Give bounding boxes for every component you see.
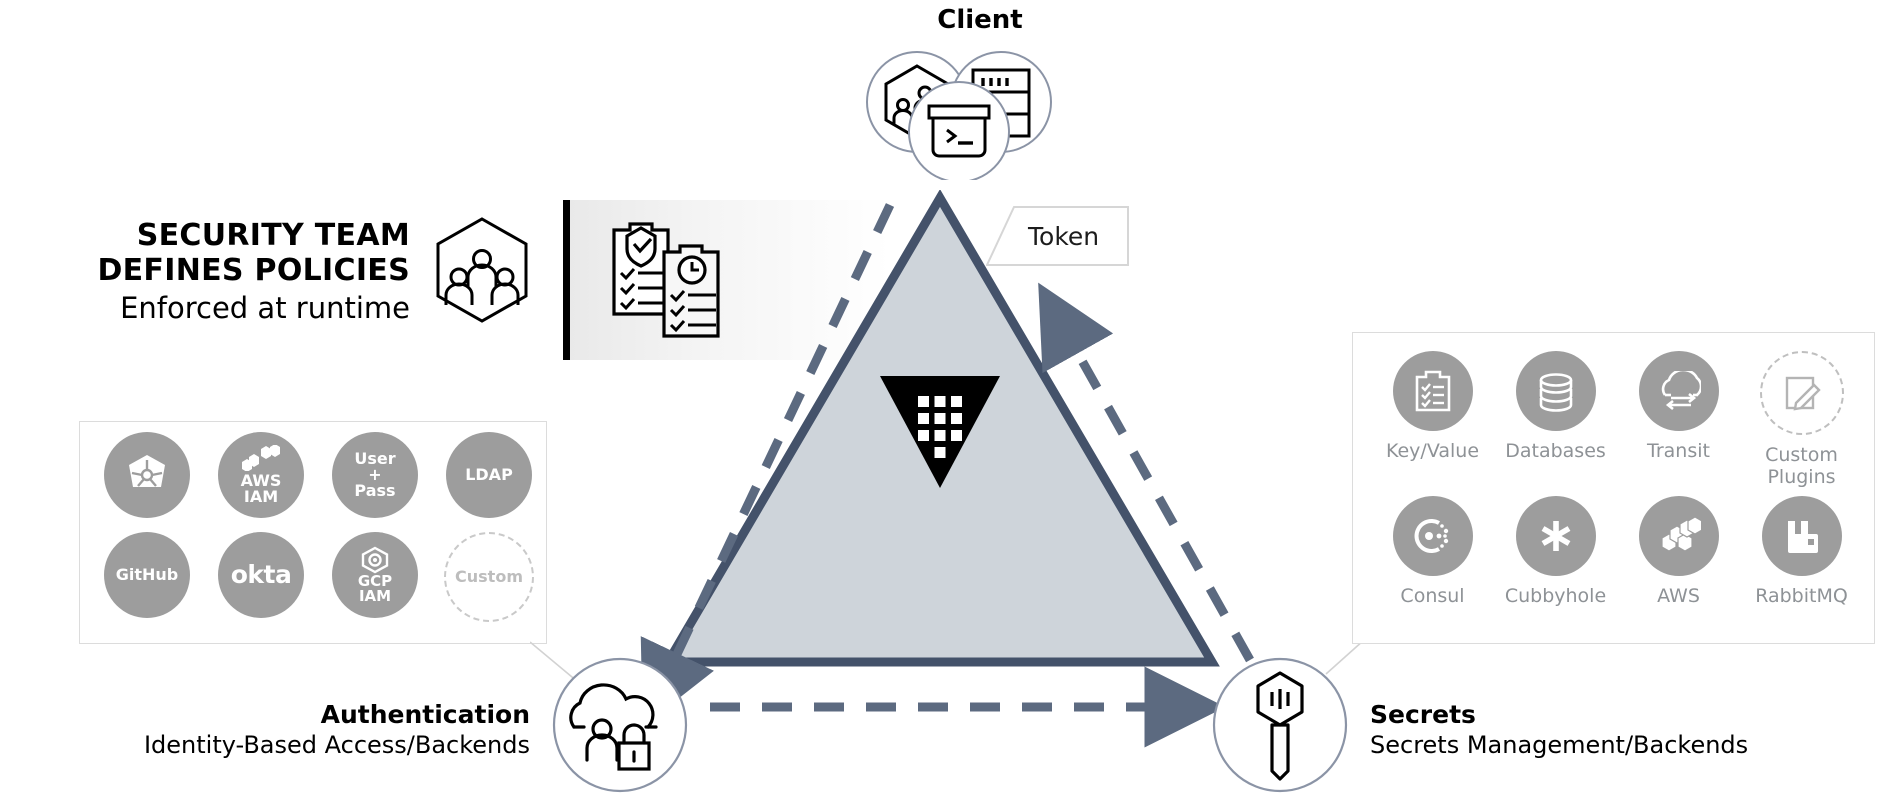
secrets-engine-transit-label: Transit	[1647, 440, 1710, 462]
secrets-title: Secrets	[1370, 700, 1476, 729]
headline-line-3: Enforced at runtime	[120, 291, 410, 325]
auth-method-okta-label: okta	[230, 560, 292, 590]
users-hexagon-icon	[436, 217, 528, 323]
rabbitmq-icon	[1787, 521, 1818, 553]
vault-triangle-logo	[880, 376, 1000, 488]
auth-method-kubernetes[interactable]	[104, 432, 190, 518]
auth-method-userpass-line-3: Pass	[354, 481, 396, 501]
secrets-engine-transit[interactable]: Transit	[1617, 351, 1740, 488]
secrets-engine-databases[interactable]: Databases	[1494, 351, 1617, 488]
secrets-engine-key-value-label: Key/Value	[1385, 440, 1480, 462]
vertical-divider	[563, 200, 570, 360]
headline-line-2: DEFINES POLICIES	[97, 253, 410, 288]
client-label: Client	[937, 5, 1023, 35]
secrets-engine-rabbitmq-label: RabbitMQ	[1755, 585, 1848, 607]
secrets-engine-custom-plugins-line-2: Plugins	[1767, 466, 1836, 488]
auth-method-gcp-iam[interactable]: GCP IAM	[332, 532, 418, 618]
auth-method-github[interactable]: GitHub	[104, 532, 190, 618]
authentication-text-block: Authentication Identity-Based Access/Bac…	[40, 700, 530, 761]
auth-method-ldap[interactable]: LDAP	[446, 432, 532, 518]
auth-method-gcp-line-1: GCP	[357, 571, 393, 590]
security-team-headline: SECURITY TEAM DEFINES POLICIES Enforced …	[40, 218, 410, 328]
aws-cubes-icon	[242, 444, 280, 471]
vault-key-icon	[1256, 671, 1304, 781]
asterisk-icon	[1541, 521, 1570, 551]
document-pencil-icon	[1785, 376, 1821, 411]
auth-panel-connector	[530, 641, 579, 683]
authentication-node[interactable]	[550, 655, 690, 795]
clipboard-checklist-icon	[1415, 370, 1450, 412]
secrets-engine-custom-plugins-line-1: Custom	[1765, 444, 1838, 466]
secrets-engine-cubbyhole-label: Cubbyhole	[1504, 585, 1607, 607]
auth-method-custom[interactable]: Custom	[444, 532, 534, 622]
secrets-text-block: Secrets Secrets Management/Backends	[1370, 700, 1878, 761]
auth-method-gcp-line-2: IAM	[358, 587, 392, 605]
auth-method-ldap-label: LDAP	[465, 464, 513, 484]
secrets-engine-cubbyhole[interactable]: Cubbyhole	[1494, 496, 1617, 607]
secrets-engine-custom-plugins-label: Custom Plugins	[1765, 444, 1838, 488]
gcp-hex-icon	[361, 546, 389, 574]
secrets-engine-databases-label: Databases	[1505, 440, 1606, 462]
token-badge: Token	[986, 206, 1129, 266]
consul-icon	[1414, 519, 1448, 553]
auth-method-github-label: GitHub	[115, 564, 179, 584]
secrets-engine-aws[interactable]: AWS	[1617, 496, 1740, 607]
auth-methods-row-1: AWS IAM User + Pass LDAP	[90, 432, 546, 518]
authentication-subtitle: Identity-Based Access/Backends	[143, 731, 530, 759]
secrets-engine-custom-plugins[interactable]: Custom Plugins	[1740, 351, 1863, 488]
terminal-icon	[927, 104, 991, 158]
arrow-client-to-authentication	[640, 203, 895, 727]
secrets-node[interactable]	[1210, 655, 1350, 795]
auth-method-aws-iam[interactable]: AWS IAM	[218, 432, 304, 518]
secrets-engines-panel: Key/Value Databases	[1352, 332, 1875, 644]
cloud-transit-icon	[1661, 371, 1701, 411]
vault-triangle	[660, 190, 1220, 667]
secrets-subtitle: Secrets Management/Backends	[1370, 731, 1749, 759]
auth-methods-row-2: GitHub okta GCP IAM Custom	[90, 532, 546, 622]
secrets-engine-consul-label: Consul	[1400, 585, 1465, 607]
auth-method-userpass-line-2: +	[368, 464, 382, 484]
auth-method-custom-label: Custom	[455, 566, 523, 586]
auth-method-okta[interactable]: okta	[218, 532, 304, 618]
authentication-title: Authentication	[320, 700, 530, 729]
database-stack-icon	[1539, 373, 1572, 412]
client-terminal-circle	[908, 81, 1010, 180]
token-badge-shape	[986, 206, 1129, 266]
auth-method-aws-iam-line-1: AWS	[240, 470, 282, 490]
auth-method-userpass-line-1: User	[354, 448, 396, 468]
secrets-engine-aws-label: AWS	[1657, 585, 1700, 607]
aws-cubes-icon	[1660, 516, 1701, 552]
auth-method-aws-iam-line-2: IAM	[243, 487, 279, 506]
secrets-panel-connector	[1325, 639, 1365, 675]
cloud-person-lock-icon	[569, 683, 658, 771]
secrets-engine-key-value[interactable]: Key/Value	[1371, 351, 1494, 488]
secrets-engines-grid: Key/Value Databases	[1371, 351, 1863, 615]
arrow-secrets-to-token	[1038, 282, 1254, 663]
policy-documents-icon	[612, 222, 720, 338]
headline-line-1: SECURITY TEAM	[136, 218, 410, 253]
secrets-engine-consul[interactable]: Consul	[1371, 496, 1494, 607]
token-label: Token	[1028, 222, 1100, 251]
auth-methods-panel: AWS IAM User + Pass LDAP GitHub okta GCP…	[79, 421, 547, 644]
auth-method-userpass[interactable]: User + Pass	[332, 432, 418, 518]
client-icons-group	[866, 51, 1052, 180]
kubernetes-icon	[129, 455, 165, 487]
secrets-engine-rabbitmq[interactable]: RabbitMQ	[1740, 496, 1863, 607]
